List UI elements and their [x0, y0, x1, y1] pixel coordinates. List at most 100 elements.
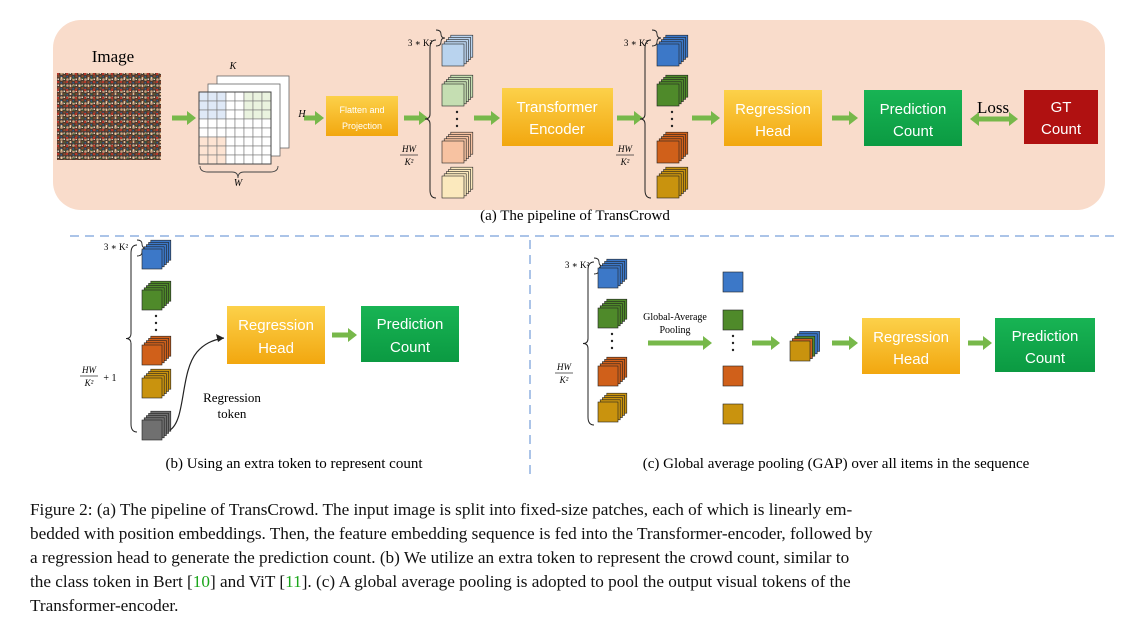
patch-cell — [234, 118, 245, 129]
ellipsis-b — [154, 314, 158, 332]
stack-a1-hw: HW — [401, 144, 417, 154]
token-gold — [656, 166, 689, 199]
arrow-loss-double — [970, 112, 1018, 126]
patch-cell — [243, 136, 254, 147]
gap-label-1: Global-Average — [643, 312, 707, 323]
patch-cell — [216, 127, 227, 138]
arrow-pooled-to-stack — [752, 336, 780, 350]
ellipsis-pooled — [731, 334, 735, 352]
brace-a2 — [639, 39, 652, 199]
token-stack-c — [582, 257, 628, 426]
small-brace-a1 — [435, 29, 446, 47]
token-blue — [141, 239, 172, 270]
patch-cell — [252, 118, 263, 129]
patch-cell — [216, 145, 227, 156]
gt-label-2: Count — [1041, 121, 1082, 138]
figure-caption-line-3: a regression head to generate the predic… — [30, 548, 850, 567]
arrow-b-regression-to-prediction — [332, 328, 357, 342]
patch-cell — [198, 109, 209, 120]
pooled-gold — [722, 403, 744, 425]
token-orange — [597, 356, 628, 387]
citation-link-10[interactable]: 10 — [192, 572, 210, 591]
prediction-count-box-a — [864, 90, 962, 146]
arrow-stack-to-regression-c — [832, 336, 858, 350]
patch-cell — [198, 91, 209, 102]
prediction-count-box-b — [361, 306, 459, 362]
arrow-encoder-to-tokens — [617, 111, 643, 125]
flatten-label-2: Projection — [342, 121, 382, 131]
gt-label-1: GT — [1051, 99, 1072, 116]
patch-cell — [198, 118, 209, 129]
flatten-label-1: Flatten and — [339, 105, 384, 115]
brace-b — [125, 244, 138, 433]
embedding-token-stack — [424, 29, 474, 199]
patch-cell — [225, 91, 236, 102]
regression-b-label-1: Regression — [238, 317, 314, 334]
patch-cell — [243, 100, 254, 111]
pooled-token-stack — [789, 331, 820, 362]
h-label: H — [297, 109, 306, 120]
output-token-stack — [639, 29, 689, 199]
transformer-label-2: Encoder — [529, 121, 585, 138]
token-regression-gray — [141, 410, 172, 441]
token-blue — [597, 258, 628, 289]
stack-c-k2: K² — [559, 375, 569, 385]
patch-cell — [243, 127, 254, 138]
prediction-c-label-2: Count — [1025, 350, 1066, 367]
flatten-projection-box — [326, 96, 398, 136]
w-label: W — [234, 178, 244, 189]
token-green — [597, 298, 628, 329]
patch-grid-border — [198, 91, 272, 165]
patch-cell — [225, 136, 236, 147]
input-crowd-image — [57, 73, 161, 160]
stack-a2-k2: K² — [620, 157, 630, 167]
regression-head-box-b — [227, 306, 325, 364]
patch-cell — [216, 154, 227, 165]
token-blue — [656, 34, 689, 67]
stack-b-k2: K² — [84, 378, 94, 388]
token-light-blue — [441, 34, 474, 67]
regression-b-label-2: Head — [258, 340, 294, 357]
transformer-encoder-box — [502, 88, 613, 146]
regression-a-label-2: Head — [755, 123, 791, 140]
patch-cell — [252, 109, 263, 120]
patch-cell — [216, 118, 227, 129]
patch-cell — [207, 145, 218, 156]
arrow-patches-to-flatten — [304, 111, 324, 125]
token-green — [141, 280, 172, 311]
prediction-a-label-2: Count — [893, 123, 934, 140]
stack-a1-k2: K² — [404, 157, 414, 167]
caption-c: (c) Global average pooling (GAP) over al… — [643, 456, 1030, 472]
token-light-orange — [441, 131, 474, 164]
patch-cell — [261, 136, 272, 147]
pooled-orange — [722, 365, 744, 387]
stack-a2-3k2: 3 ∗ K² — [624, 38, 649, 48]
patch-cell — [252, 91, 263, 102]
stack-a1-3k2: 3 ∗ K² — [408, 38, 433, 48]
pooled-blue — [722, 271, 744, 293]
patch-cell — [234, 109, 245, 120]
caption-a: (a) The pipeline of TransCrowd — [480, 208, 670, 224]
token-gold — [141, 368, 172, 399]
figure-diagram: Image K H W Flatten and Projection 3 ∗ K… — [53, 20, 1116, 476]
patch-cell — [216, 91, 227, 102]
patch-cell — [198, 136, 209, 147]
patch-cell — [252, 154, 263, 165]
token-light-green — [441, 74, 474, 107]
patch-cell — [225, 145, 236, 156]
arrow-image-to-patches — [172, 111, 196, 125]
stack-b-plus-one: + 1 — [103, 373, 116, 384]
caption-b: (b) Using an extra token to represent co… — [166, 456, 424, 472]
patch-cell — [252, 127, 263, 138]
citation-link-11[interactable]: 11 — [285, 572, 302, 591]
stack-c-3k2: 3 ∗ K² — [565, 260, 590, 270]
ellipsis-a2 — [670, 110, 674, 128]
gt-count-box — [1024, 90, 1098, 144]
regression-token-curve-arrow — [169, 337, 225, 431]
stack-b-3k2: 3 ∗ K² — [104, 242, 129, 252]
patch-cell — [252, 136, 263, 147]
arrow-tokens-to-regression — [692, 111, 720, 125]
arrow-regression-to-prediction-c — [968, 336, 992, 350]
stack-c-hw: HW — [556, 362, 572, 372]
loss-label: Loss — [977, 98, 1009, 117]
